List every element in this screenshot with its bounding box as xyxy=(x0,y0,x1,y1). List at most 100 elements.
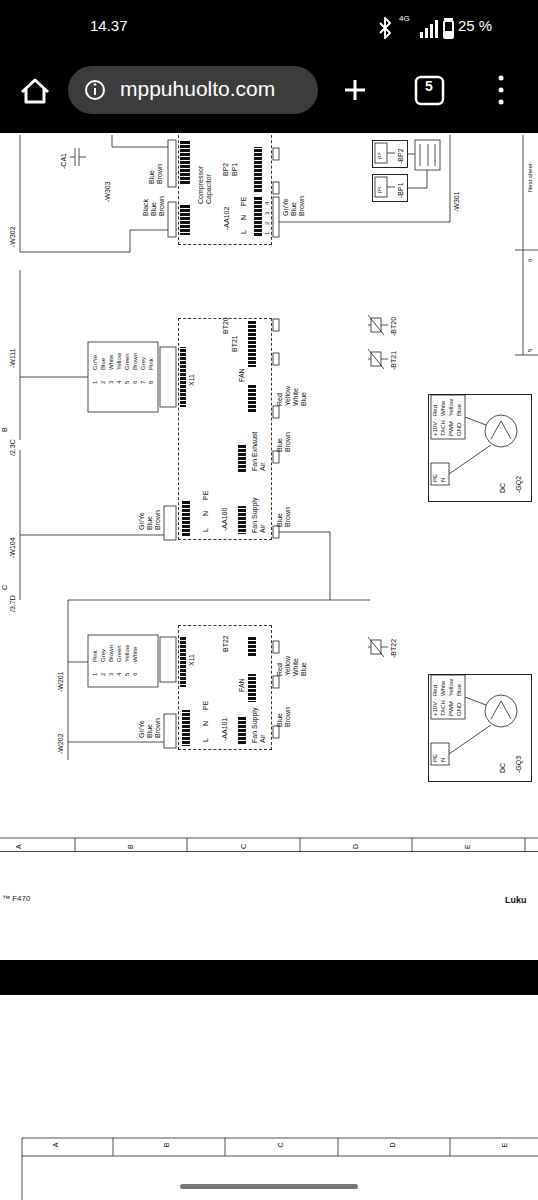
wire-color: Brown xyxy=(284,432,292,452)
terminal-name: BP2 xyxy=(222,163,230,176)
wire-color: Gr/Ye xyxy=(138,720,146,738)
wire-color: Blue xyxy=(150,202,158,216)
wire-color: White xyxy=(440,401,447,416)
wire-color: Brown xyxy=(298,196,306,216)
schematic-drawing xyxy=(0,135,538,852)
wire-color: Blue xyxy=(146,724,154,738)
part-id: -BP2 xyxy=(397,148,405,164)
part-id: -BT20 xyxy=(390,317,398,336)
schematic-sheet: Compressor Capacitor-AA102 -CA1 -BP1 -BP2Fa… xyxy=(0,135,538,852)
wire-color: Pink xyxy=(148,358,155,370)
pin-number: 1 xyxy=(264,232,271,235)
wire-color: Brown xyxy=(132,353,139,370)
pin-name: PWM xyxy=(448,701,455,716)
temperature-sensor: -BT20 xyxy=(368,310,402,340)
terminal-name: BT21 xyxy=(231,335,239,352)
wire-color: Green xyxy=(116,645,123,662)
pin-number: 4 xyxy=(116,673,123,676)
pin-number: 7 xyxy=(140,381,147,384)
wire-color: Green xyxy=(124,353,131,370)
pin-name: N xyxy=(202,511,210,516)
pin-name: PE xyxy=(432,754,439,762)
grid-row-letter: E xyxy=(501,1143,509,1148)
grid-row-letter: E xyxy=(464,844,472,849)
terminal-name: FAN xyxy=(238,368,246,382)
cable-id: -W303 xyxy=(104,181,112,202)
wire-color: Brown xyxy=(284,507,292,527)
wire-color: Blue xyxy=(148,170,156,184)
pin-name: +10V xyxy=(432,702,439,716)
module-board: Fan Exhaust AirFan Supply Air-AA100 xyxy=(178,318,272,540)
wire-color: Yellow xyxy=(124,645,131,662)
grid-row-letter: A xyxy=(15,844,23,849)
part-id: -BP1 xyxy=(397,182,405,198)
cable-id: -W111 xyxy=(9,348,17,368)
wire-color: Blue xyxy=(146,516,154,530)
part-id: -GQ3 xyxy=(515,756,523,773)
grid-row-letter: A xyxy=(52,1143,60,1148)
wire-color: Gr/Ye xyxy=(92,355,99,370)
grid-row-letter: B xyxy=(127,844,135,849)
pin-name: PE xyxy=(202,701,210,710)
pin-name: +10V xyxy=(432,422,439,436)
wire-color: White xyxy=(108,355,115,370)
wire-color: Blue xyxy=(100,358,107,370)
motor-type: DC xyxy=(499,763,507,773)
pin-number: 5 xyxy=(124,381,131,384)
pin-name: N xyxy=(202,721,210,726)
cross-reference: /3.7D xyxy=(9,595,17,612)
pin-name: TACH xyxy=(440,420,447,436)
temperature-sensor: -BT21 xyxy=(368,344,402,374)
terminal-name: BP1 xyxy=(231,163,239,176)
wire-color: Blue xyxy=(276,713,284,727)
pin-number: 8 xyxy=(148,381,155,384)
wire-color: Blue xyxy=(456,404,463,416)
wire-color: Blue xyxy=(300,392,308,406)
grid-row-letter: B xyxy=(163,1143,171,1148)
module-board: Compressor Capacitor-AA102 xyxy=(178,135,272,245)
wire-color: Blue xyxy=(276,513,284,527)
sheet-ref: 5 xyxy=(527,349,534,352)
tab-count: 5 xyxy=(425,79,433,94)
pin-number: 4 xyxy=(116,381,123,384)
pin-number: 6 xyxy=(132,381,139,384)
cross-reference: /2.3C xyxy=(9,439,17,456)
wire-color: Brown xyxy=(156,164,164,184)
terminal-name: BT22 xyxy=(222,635,230,652)
wire-color: Pink xyxy=(92,650,99,662)
wire-color: White xyxy=(440,681,447,696)
connector-layer xyxy=(0,135,538,852)
wire-color: Gr/Ye xyxy=(138,512,146,530)
cable-id: -W302 xyxy=(9,226,17,247)
pin-number: 1 xyxy=(92,673,99,676)
wire-color: Brown xyxy=(154,718,162,738)
wire-color: Blue xyxy=(276,438,284,452)
switch-symbol: p< xyxy=(376,186,383,193)
wire-color: Blue xyxy=(290,202,298,216)
motor-type: DC xyxy=(499,483,507,493)
wire-color: Red xyxy=(432,685,439,696)
wire-color: Brown xyxy=(158,196,166,216)
pin-name: PE xyxy=(432,474,439,482)
pin-name: N xyxy=(440,758,447,762)
wire-color: Yellow xyxy=(116,353,123,370)
pin-name: GND xyxy=(456,423,463,436)
cable-id: -W201 xyxy=(57,671,65,692)
connector-name: X11 xyxy=(188,374,196,386)
pin-number: 1 xyxy=(92,381,99,384)
pin-number: 6 xyxy=(132,673,139,676)
wire-color: Brown xyxy=(154,510,162,530)
grid-row-letter: D xyxy=(389,1142,397,1147)
cross-reference: C xyxy=(1,585,9,590)
wire-color: Brown xyxy=(284,707,292,727)
pin-number: 2 xyxy=(100,381,107,384)
pin-name: PE xyxy=(202,491,210,500)
url-text: mppuhuolto.com xyxy=(120,77,275,100)
pin-name: L xyxy=(240,230,248,234)
connector-title: Fan Exhaust Air xyxy=(251,427,266,471)
pin-name: PE xyxy=(240,197,248,206)
part-id: -CA1 xyxy=(60,153,68,169)
pin-name: TACH xyxy=(440,700,447,716)
terminal-name: FAN xyxy=(238,678,246,692)
wire-color: Red xyxy=(276,393,284,406)
